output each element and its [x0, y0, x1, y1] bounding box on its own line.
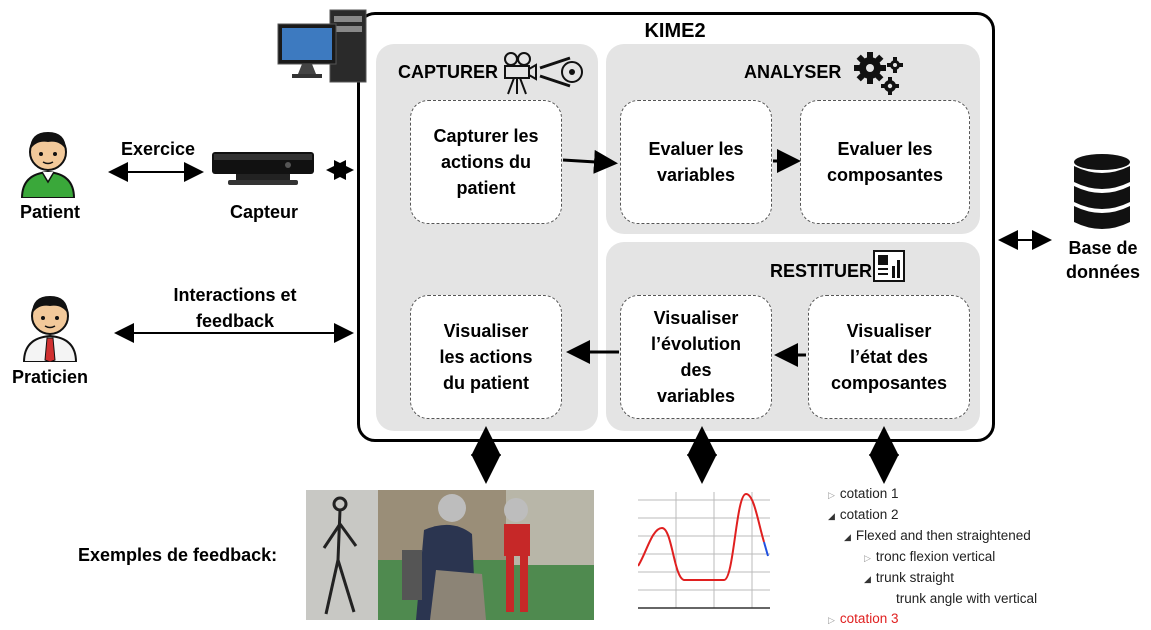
collapsed-triangle-icon[interactable]: ▷ [828, 490, 835, 500]
gears-icon [854, 52, 903, 95]
expanded-triangle-icon[interactable]: ◢ [828, 511, 835, 521]
box-visualiser-evolution: Visualiser l’évolution des variables [620, 295, 772, 419]
capteur-kinect-icon [212, 152, 314, 185]
exercice-label: Exercice [120, 139, 196, 159]
collapsed-triangle-icon[interactable]: ▷ [864, 553, 871, 563]
tree-row-label: trunk straight [875, 570, 954, 585]
tree-row-label: tronc flexion vertical [875, 549, 996, 564]
box-evaluer-composantes: Evaluer les composantes [800, 100, 970, 224]
system-title: KIME2 [644, 20, 706, 42]
tree-row[interactable]: ◢ cotation 2 [828, 505, 1078, 526]
interactions-label: Interactions et feedback [173, 285, 297, 331]
capteur-label: Capteur [229, 202, 298, 222]
capturer-title: CAPTURER [398, 62, 499, 82]
expanded-triangle-icon[interactable]: ◢ [864, 574, 871, 584]
patient-label: Patient [19, 202, 80, 222]
database-icon [1074, 154, 1130, 229]
restituer-title: RESTITUER [770, 261, 873, 281]
tree-row[interactable]: ◢ trunk straight [828, 568, 1078, 589]
praticien-label: Praticien [11, 367, 89, 387]
tree-row-label: Flexed and then straightened [855, 528, 1031, 543]
tree-row-label: cotation 2 [839, 507, 899, 522]
camera-icon [504, 52, 583, 95]
report-icon [873, 250, 905, 282]
box-visualiser-etat: Visualiser l’état des composantes [808, 295, 970, 419]
tree-row[interactable]: ▷ tronc flexion vertical [828, 547, 1078, 568]
collapsed-triangle-icon[interactable]: ▷ [828, 615, 835, 625]
feedback-curve-chart [638, 492, 770, 614]
praticien-avatar-icon [22, 296, 78, 362]
patient-avatar-icon [20, 132, 76, 198]
tree-row-label: cotation 1 [839, 486, 899, 501]
box-capturer-actions: Capturer les actions du patient [410, 100, 562, 224]
tree-row[interactable]: ◢ Flexed and then straightened [828, 526, 1078, 547]
database-label: Base de données [1065, 238, 1140, 282]
tree-row[interactable]: ▷ cotation 1 [828, 484, 1078, 505]
feedback-photo-image [306, 490, 594, 620]
computer-icon [277, 9, 367, 83]
expanded-triangle-icon[interactable]: ◢ [844, 532, 851, 542]
box-evaluer-variables: Evaluer les variables [620, 100, 772, 224]
analyser-title: ANALYSER [744, 62, 842, 82]
feedback-label: Exemples de feedback: [78, 545, 278, 565]
tree-row-label: trunk angle with vertical [896, 591, 1038, 606]
tree-row-label: cotation 3 [839, 611, 899, 626]
box-visualiser-actions: Visualiser les actions du patient [410, 295, 562, 419]
tree-row[interactable]: trunk angle with vertical [828, 589, 1078, 609]
feedback-tree-view: ▷ cotation 1 ◢ cotation 2 ◢ Flexed and then s… [828, 484, 1078, 630]
